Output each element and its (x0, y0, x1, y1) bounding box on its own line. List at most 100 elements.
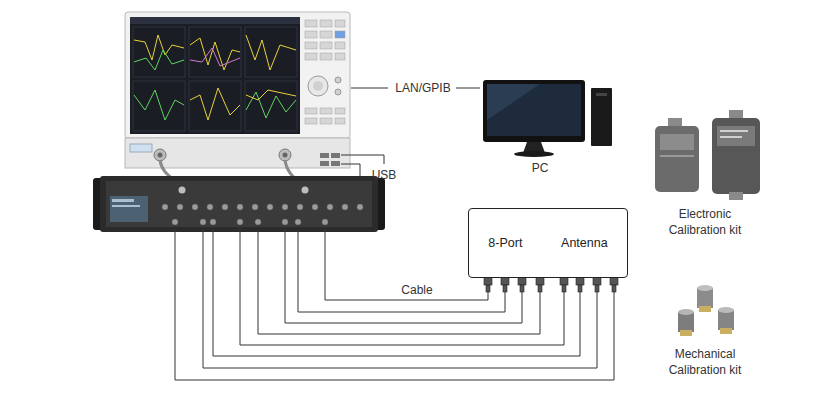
switch-matrix-part (297, 204, 303, 210)
network-analyzer-part (130, 17, 300, 134)
network-analyzer-part (189, 81, 241, 131)
network-analyzer-part (335, 31, 345, 38)
mcal-picture-part (680, 330, 692, 336)
ecal-picture (655, 110, 760, 200)
node-text: Antenna (561, 235, 608, 251)
ecal-picture-part (729, 192, 743, 200)
network-analyzer-part (246, 35, 296, 70)
network-analyzer-part (305, 20, 345, 124)
switch-matrix-part (255, 219, 261, 225)
network-analyzer-part (320, 42, 332, 49)
antenna-connector-part (536, 277, 544, 285)
network-analyzer-part (245, 81, 297, 131)
network-analyzer-part (305, 108, 317, 114)
switch-matrix-part (112, 199, 134, 202)
switch-matrix-part (179, 187, 186, 194)
network-analyzer-part (246, 92, 296, 118)
cable-label: Cable (392, 282, 442, 298)
pc-picture-part (487, 84, 540, 120)
switch-matrix (93, 176, 385, 232)
switch-matrix-part (200, 219, 206, 225)
switch-matrix-part (106, 181, 372, 227)
mcal-picture (678, 285, 734, 336)
antenna-connector-part (486, 285, 490, 292)
ecal-picture-part (655, 126, 699, 192)
network-analyzer-part (305, 31, 317, 38)
pc-picture-part (591, 88, 612, 146)
network-analyzer-part (335, 118, 345, 124)
antenna-connector-part (610, 277, 618, 285)
switch-matrix-part (110, 196, 148, 222)
switch-matrix-part (222, 204, 228, 210)
network-analyzer-part (190, 88, 240, 120)
switch-matrix-part (295, 219, 301, 225)
switch-matrix-part (207, 204, 213, 210)
antenna-connector-part (593, 277, 601, 285)
antenna-connector-part (520, 285, 524, 292)
ecal-picture-part (720, 136, 742, 138)
rf-cable-part (258, 225, 540, 334)
network-analyzer-part (130, 144, 152, 152)
network-analyzer-part (335, 20, 345, 27)
ecal-picture-part (660, 134, 694, 150)
network-analyzer-part (305, 118, 317, 124)
pc-picture-part (596, 93, 607, 96)
network-analyzer-part (320, 20, 332, 27)
antenna-connector-part (595, 285, 599, 292)
network-analyzer-part (133, 27, 297, 131)
antenna-connector (484, 277, 618, 292)
switch-matrix-part (112, 205, 140, 207)
network-analyzer-part (320, 153, 329, 158)
network-analyzer-part (158, 153, 163, 158)
network-analyzer-part (134, 50, 184, 70)
switch-matrix-part (267, 204, 273, 210)
network-analyzer-part (335, 89, 341, 95)
switch-matrix-part (210, 219, 216, 225)
rf-cable-part (240, 225, 564, 345)
antenna-connector-part (484, 277, 492, 285)
switch-matrix-part (312, 204, 318, 210)
interface-label: USB (364, 167, 404, 183)
network-analyzer-part (320, 31, 332, 38)
network-analyzer-part (134, 90, 184, 120)
ecal-picture-part (660, 155, 694, 157)
antenna-connector-part (578, 285, 582, 292)
network-analyzer-part (283, 153, 288, 158)
device-label: PC (520, 160, 560, 176)
usb-line-part (341, 164, 360, 176)
network-analyzer-part (125, 12, 350, 138)
pc-picture-part (483, 80, 585, 142)
network-analyzer-part (305, 42, 317, 49)
switch-matrix-part (162, 204, 168, 210)
antenna-connector-part (501, 277, 509, 285)
antenna-connector-part (576, 277, 584, 285)
network-analyzer-part (320, 161, 329, 166)
antenna-connector-part (538, 285, 542, 292)
network-analyzer-part (335, 77, 341, 83)
antenna-connector-part (518, 277, 526, 285)
network-analyzer-part (190, 38, 240, 70)
network-analyzer-part (190, 48, 240, 66)
switch-matrix-part (100, 176, 378, 232)
network-analyzer-part (246, 90, 296, 100)
switch-matrix-part (162, 204, 363, 225)
pc-picture (483, 80, 612, 157)
network-analyzer-part (130, 17, 300, 24)
network-analyzer-part (335, 42, 345, 49)
network-analyzer-part (305, 53, 317, 60)
switch-matrix-part (327, 204, 333, 210)
switch-matrix-part (282, 219, 288, 225)
network-analyzer-part (154, 149, 166, 161)
network-analyzer-part (279, 149, 291, 161)
switch-matrix-part (322, 219, 328, 225)
ecal-picture-part (720, 130, 748, 132)
network-analyzer-part (245, 27, 297, 77)
mcal-picture-part (699, 306, 711, 312)
switch-matrix-part (282, 204, 288, 210)
network-analyzer-part (313, 81, 323, 91)
switch-matrix-part (192, 204, 198, 210)
network-analyzer-part (335, 53, 345, 60)
network-analyzer-part (305, 20, 317, 27)
mcal-picture-part (718, 307, 734, 313)
network-analyzer-part (320, 108, 332, 114)
